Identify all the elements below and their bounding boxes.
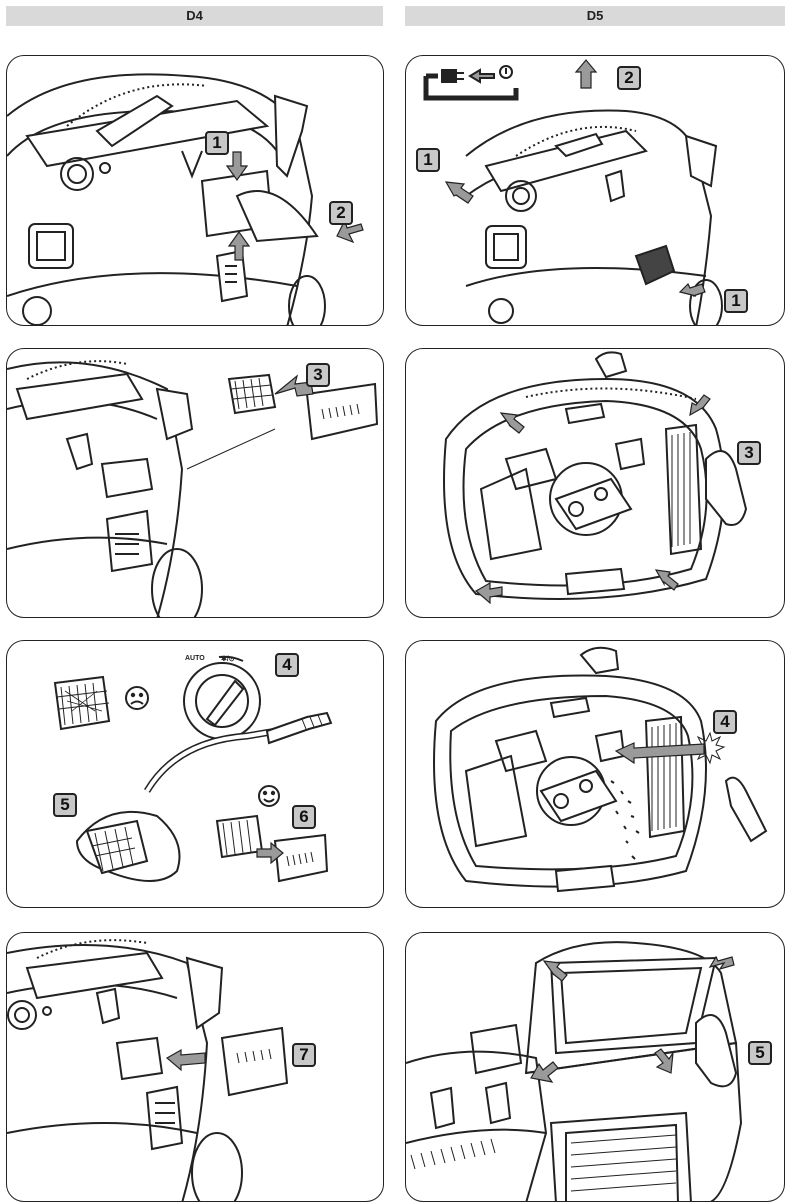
- hand-icon: [724, 776, 768, 843]
- step-badge: 3: [737, 441, 761, 465]
- arrow-icon: [678, 282, 706, 297]
- d4-panel-1: 1 2: [6, 55, 384, 326]
- step-badge: 5: [748, 1041, 772, 1065]
- arrow-icon: [654, 1048, 674, 1074]
- vacuum-illustration: [423, 59, 723, 325]
- vacuum-illustration: [7, 939, 289, 1201]
- hand-icon: [695, 1014, 738, 1088]
- vacuum-open-illustration: [433, 646, 768, 893]
- arrow-icon: [654, 569, 679, 591]
- arrow-icon: [444, 181, 474, 204]
- step-badge: 1: [205, 131, 229, 155]
- step-badge: 7: [292, 1043, 316, 1067]
- hand-icon: [705, 450, 748, 526]
- d5-panel-4: 5: [405, 932, 785, 1202]
- arrow-icon: [530, 1061, 559, 1083]
- arrow-icon: [574, 59, 598, 89]
- d4-panel-4: 7: [6, 932, 384, 1202]
- column-header-d4: D4: [6, 6, 383, 26]
- step-badge: 4: [275, 653, 299, 677]
- arrow-icon: [256, 841, 284, 865]
- arrow-icon: [474, 581, 503, 605]
- d4-panel-2: 3: [6, 348, 384, 618]
- step-badge: 5: [53, 793, 77, 817]
- step-badge: 2: [617, 66, 641, 90]
- arrow-icon: [165, 1048, 206, 1072]
- knob-auto-label: AUTO: [185, 655, 205, 662]
- vacuum-illustration: [7, 360, 379, 617]
- vacuum-open-illustration: [443, 351, 748, 605]
- step-badge: 1: [416, 148, 440, 172]
- vacuum-illustration: [7, 73, 364, 325]
- sad-face-icon: [125, 686, 149, 710]
- arrow-icon: [274, 374, 314, 397]
- arrow-icon: [227, 230, 251, 261]
- knob-mode-label: ✱/⊙: [221, 656, 235, 663]
- d5-panel-3: 4: [405, 640, 785, 908]
- arrow-icon: [689, 394, 711, 417]
- d5-panel-2: 3: [405, 348, 785, 618]
- unplug-icon: [423, 65, 519, 101]
- arrow-icon: [499, 412, 525, 434]
- step-badge: 4: [713, 710, 737, 734]
- d5-panel-1: 2 1 1: [405, 55, 785, 326]
- smile-face-icon: [258, 785, 280, 807]
- arrow-icon: [542, 960, 568, 982]
- vacuum-lid-illustration: [406, 941, 743, 1201]
- step-badge: 3: [306, 363, 330, 387]
- arrow-icon: [614, 742, 705, 765]
- d4-panel-3: AUTO ✱/⊙ 4 5 6: [6, 640, 384, 908]
- step-badge: 6: [292, 805, 316, 829]
- cleaning-illustration: [53, 655, 333, 883]
- column-header-d5: D5: [405, 6, 785, 26]
- arrow-icon: [708, 955, 735, 971]
- arrow-icon: [225, 151, 249, 182]
- step-badge: 1: [724, 289, 748, 313]
- step-badge: 2: [329, 201, 353, 225]
